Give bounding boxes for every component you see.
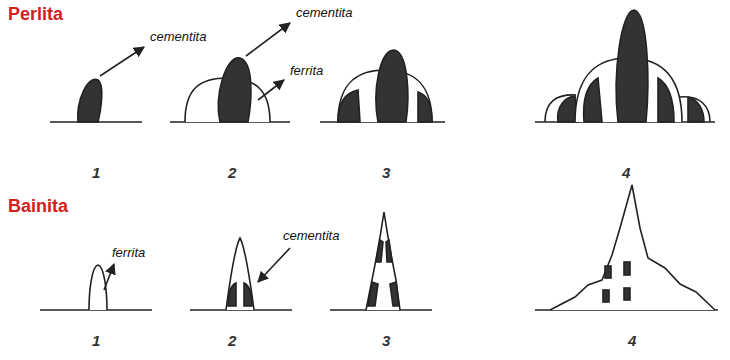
section-heading: Perlita — [8, 4, 63, 25]
cementite-lamella — [418, 92, 432, 122]
cementite-particle — [368, 282, 378, 306]
cementite-particle — [603, 290, 609, 302]
leader-arrow — [258, 80, 284, 100]
pearlite-row — [50, 10, 715, 122]
leader-arrow — [104, 264, 114, 290]
stage-number: 4 — [628, 332, 636, 349]
cementite-particle — [605, 266, 611, 278]
cementite-lamella — [584, 78, 602, 122]
phase-label: ferrita — [290, 64, 323, 79]
phase-label: ferrita — [112, 246, 145, 261]
bainite-row — [40, 185, 718, 310]
cementite-particle — [390, 282, 399, 306]
leader-arrow — [100, 47, 144, 76]
leader-arrow — [246, 23, 290, 56]
stage-number: 3 — [382, 164, 390, 181]
cementite-lamella — [338, 90, 360, 122]
section-heading: Bainita — [8, 196, 68, 217]
cementite-lamella — [688, 97, 704, 122]
ferrite-plate — [226, 238, 254, 310]
ferrite-dome — [680, 97, 710, 122]
stage-number: 4 — [622, 164, 630, 181]
ferrite-sheaf — [550, 185, 715, 310]
cementite-particle — [624, 262, 630, 275]
phase-label: cementita — [150, 30, 206, 45]
stage-number: 2 — [228, 332, 236, 349]
phase-label: cementita — [283, 229, 339, 244]
stage-number: 3 — [382, 332, 390, 349]
ferrite-plate — [366, 212, 400, 310]
cementite-particle — [376, 240, 383, 262]
leader-arrow — [258, 248, 290, 282]
cementite-particle — [228, 283, 236, 306]
cementite-particle — [244, 283, 252, 306]
cementite-particle — [624, 288, 630, 300]
cementite-lamella — [658, 78, 674, 122]
cementite-lamella — [616, 10, 648, 122]
stage-number: 1 — [92, 164, 100, 181]
cementite-lamella — [376, 50, 408, 122]
cementite-nucleus — [78, 79, 102, 122]
cementite-particle — [386, 240, 392, 262]
stage-number: 2 — [228, 164, 236, 181]
phase-label: cementita — [296, 6, 352, 21]
cementite-lamella — [218, 58, 251, 122]
stage-number: 1 — [92, 332, 100, 349]
